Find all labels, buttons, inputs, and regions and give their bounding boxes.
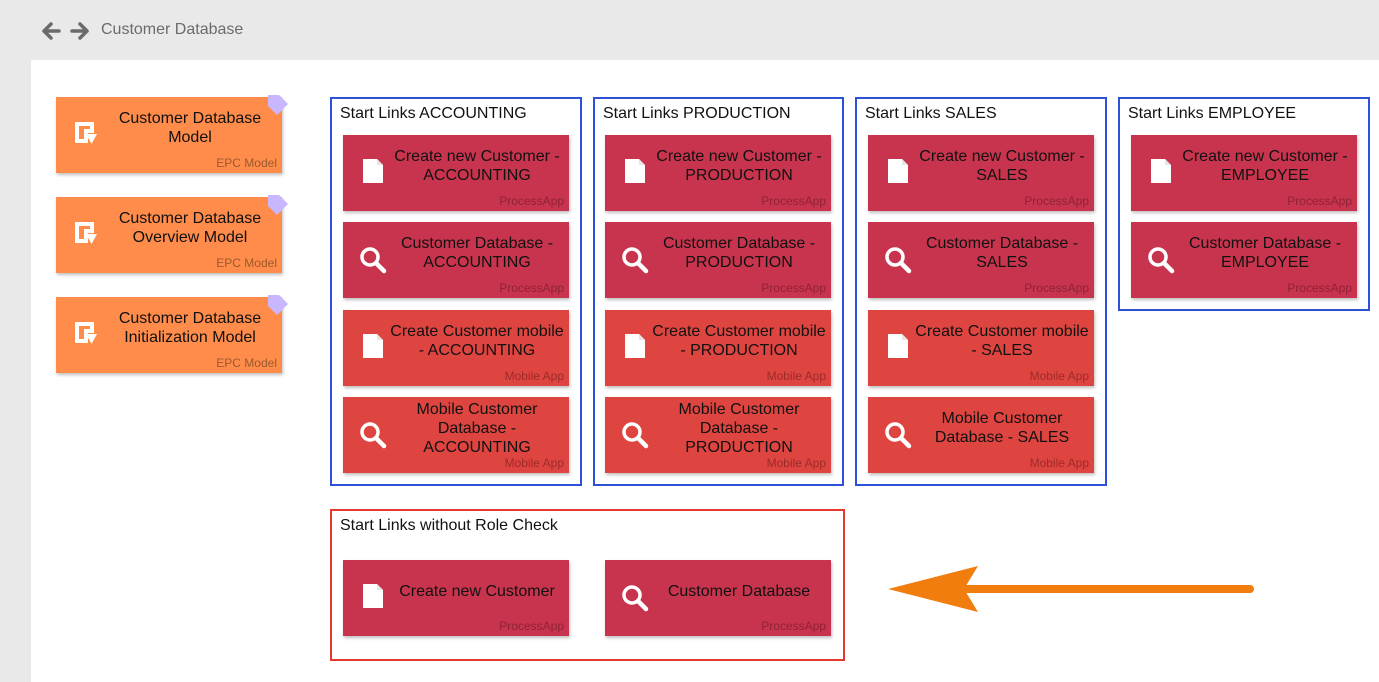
- group-accounting: Start Links ACCOUNTING: [330, 97, 582, 486]
- epc-model-icon: [72, 219, 100, 247]
- search-icon: [1147, 246, 1175, 274]
- start-link-tile[interactable]: Mobile Customer Database - SALES Mobile …: [868, 397, 1094, 473]
- tile-title: Create Customer mobile - PRODUCTION: [652, 323, 826, 359]
- model-tile[interactable]: Customer Database Initialization Model E…: [56, 297, 282, 373]
- start-link-tile[interactable]: Create new Customer - EMPLOYEE ProcessAp…: [1131, 135, 1357, 211]
- tile-type: ProcessApp: [1024, 281, 1089, 295]
- tile-title: Customer Database Overview Model: [118, 210, 262, 246]
- document-icon: [1147, 157, 1175, 185]
- tag-icon: [266, 193, 290, 217]
- tile-type: EPC Model: [216, 256, 277, 270]
- tile-title: Customer Database - PRODUCTION: [662, 235, 816, 271]
- document-icon: [359, 332, 387, 360]
- annotation-arrow-icon: [888, 566, 1254, 612]
- search-icon: [621, 246, 649, 274]
- group-title: Start Links EMPLOYEE: [1128, 105, 1297, 122]
- group-employee: Start Links EMPLOYEE: [1118, 97, 1370, 311]
- tile-type: ProcessApp: [499, 194, 564, 208]
- arrow-right-icon[interactable]: [70, 21, 90, 41]
- document-icon: [621, 332, 649, 360]
- tile-title: Customer Database - SALES: [925, 235, 1079, 271]
- start-link-tile[interactable]: Create new Customer - PRODUCTION Process…: [605, 135, 831, 211]
- group-no-role-check: Start Links without Role Check: [330, 509, 845, 661]
- tile-type: ProcessApp: [499, 619, 564, 633]
- breadcrumb: Customer Database: [101, 21, 244, 38]
- document-icon: [621, 157, 649, 185]
- document-icon: [359, 582, 387, 610]
- model-tile[interactable]: Customer Database Model EPC Model: [56, 97, 282, 173]
- document-icon: [359, 157, 387, 185]
- tile-type: EPC Model: [216, 156, 277, 170]
- start-link-tile[interactable]: Customer Database - EMPLOYEE ProcessApp: [1131, 222, 1357, 298]
- tile-type: Mobile App: [504, 369, 564, 383]
- tile-type: EPC Model: [216, 356, 277, 370]
- group-title: Start Links ACCOUNTING: [340, 105, 527, 122]
- tile-title: Create new Customer - EMPLOYEE: [1182, 148, 1348, 184]
- arrow-left-icon[interactable]: [41, 21, 61, 41]
- tile-title: Create new Customer - ACCOUNTING: [394, 148, 560, 184]
- tile-title: Customer Database Model: [118, 110, 262, 146]
- start-link-tile[interactable]: Create Customer mobile - ACCOUNTING Mobi…: [343, 310, 569, 386]
- start-link-tile[interactable]: Create new Customer - SALES ProcessApp: [868, 135, 1094, 211]
- tile-type: ProcessApp: [1287, 194, 1352, 208]
- tile-title: Customer Database - EMPLOYEE: [1188, 235, 1342, 271]
- tag-icon: [266, 93, 290, 117]
- tile-type: ProcessApp: [1287, 281, 1352, 295]
- tile-type: Mobile App: [504, 456, 564, 470]
- model-tile[interactable]: Customer Database Overview Model EPC Mod…: [56, 197, 282, 273]
- tag-icon: [266, 293, 290, 317]
- start-link-tile[interactable]: Create new Customer ProcessApp: [343, 560, 569, 636]
- group-title: Start Links without Role Check: [340, 517, 558, 534]
- start-link-tile[interactable]: Customer Database - SALES ProcessApp: [868, 222, 1094, 298]
- tile-type: Mobile App: [766, 456, 826, 470]
- search-icon: [359, 246, 387, 274]
- tile-title: Customer Database - ACCOUNTING: [400, 235, 554, 271]
- tile-title: Mobile Customer Database - SALES: [934, 410, 1070, 446]
- group-sales: Start Links SALES: [855, 97, 1107, 486]
- tile-type: ProcessApp: [499, 281, 564, 295]
- tile-title: Create new Customer: [399, 582, 555, 600]
- search-icon: [621, 421, 649, 449]
- tile-title: Create new Customer - SALES: [919, 148, 1085, 184]
- tile-title: Customer Database: [667, 582, 811, 600]
- tile-type: ProcessApp: [761, 281, 826, 295]
- start-link-tile[interactable]: Customer Database - ACCOUNTING ProcessAp…: [343, 222, 569, 298]
- tile-type: ProcessApp: [1024, 194, 1089, 208]
- tile-type: Mobile App: [1029, 369, 1089, 383]
- start-link-tile[interactable]: Create Customer mobile - PRODUCTION Mobi…: [605, 310, 831, 386]
- start-link-tile[interactable]: Customer Database - PRODUCTION ProcessAp…: [605, 222, 831, 298]
- group-production: Start Links PRODUCTION: [593, 97, 844, 486]
- tile-title: Create Customer mobile - ACCOUNTING: [390, 323, 564, 359]
- tile-title: Mobile Customer Database - ACCOUNTING: [416, 400, 538, 456]
- epc-model-icon: [72, 119, 100, 147]
- search-icon: [884, 421, 912, 449]
- tile-title: Create new Customer - PRODUCTION: [656, 148, 822, 184]
- search-icon: [621, 584, 649, 612]
- tile-type: ProcessApp: [761, 194, 826, 208]
- tile-title: Create Customer mobile - SALES: [915, 323, 1089, 359]
- epc-model-icon: [72, 319, 100, 347]
- start-link-tile[interactable]: Mobile Customer Database - ACCOUNTING Mo…: [343, 397, 569, 473]
- tile-title: Customer Database Initialization Model: [118, 310, 262, 346]
- start-link-tile[interactable]: Customer Database ProcessApp: [605, 560, 831, 636]
- group-title: Start Links PRODUCTION: [603, 105, 791, 122]
- tile-type: ProcessApp: [761, 619, 826, 633]
- search-icon: [359, 421, 387, 449]
- tile-type: Mobile App: [1029, 456, 1089, 470]
- tile-title: Mobile Customer Database - PRODUCTION: [678, 400, 800, 456]
- start-link-tile[interactable]: Create Customer mobile - SALES Mobile Ap…: [868, 310, 1094, 386]
- start-link-tile[interactable]: Mobile Customer Database - PRODUCTION Mo…: [605, 397, 831, 473]
- group-title: Start Links SALES: [865, 105, 997, 122]
- tile-type: Mobile App: [766, 369, 826, 383]
- top-bar: Customer Database: [0, 0, 1379, 60]
- start-link-tile[interactable]: Create new Customer - ACCOUNTING Process…: [343, 135, 569, 211]
- document-icon: [884, 332, 912, 360]
- search-icon: [884, 246, 912, 274]
- document-icon: [884, 157, 912, 185]
